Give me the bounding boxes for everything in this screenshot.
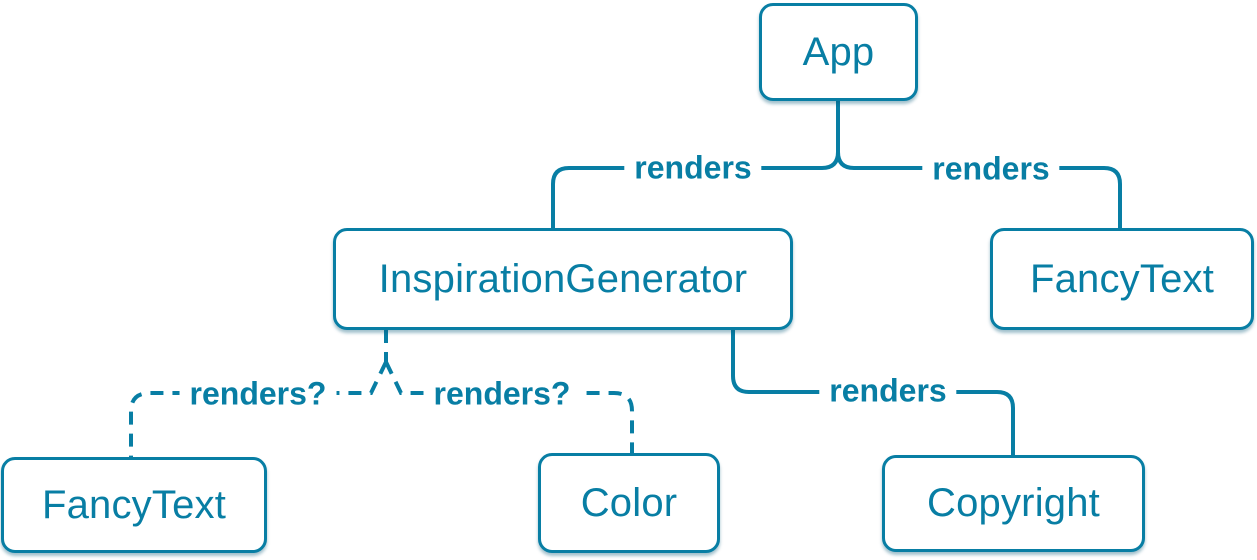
node-inspiration-generator: InspirationGenerator	[333, 228, 793, 330]
edge-label-inspirationgenerator-fancytext: renders?	[179, 376, 337, 412]
node-copyright: Copyright	[882, 455, 1145, 552]
edge-inspirationgenerator-color-dashed	[384, 361, 634, 453]
node-color: Color	[538, 453, 720, 553]
node-fancy-text-top-label: FancyText	[1029, 256, 1215, 301]
node-fancy-text-top: FancyText	[990, 228, 1254, 330]
edge-inspirationgenerator-fancytext-dashed	[129, 361, 388, 457]
node-app: App	[759, 3, 918, 101]
edge-label-inspirationgenerator-color: renders?	[423, 376, 581, 412]
edge-label-app-fancytext: renders	[922, 151, 1060, 187]
node-app-label: App	[802, 29, 875, 74]
edge-label-inspirationgenerator-copyright: renders	[819, 373, 957, 409]
node-fancy-text-bottom: FancyText	[1, 457, 267, 553]
edge-label-app-inspirationgenerator: renders	[624, 150, 762, 186]
node-color-label: Color	[580, 480, 678, 525]
node-copyright-label: Copyright	[927, 481, 1100, 525]
node-inspiration-generator-label: InspirationGenerator	[378, 256, 748, 301]
node-fancy-text-bottom-label: FancyText	[41, 482, 227, 527]
